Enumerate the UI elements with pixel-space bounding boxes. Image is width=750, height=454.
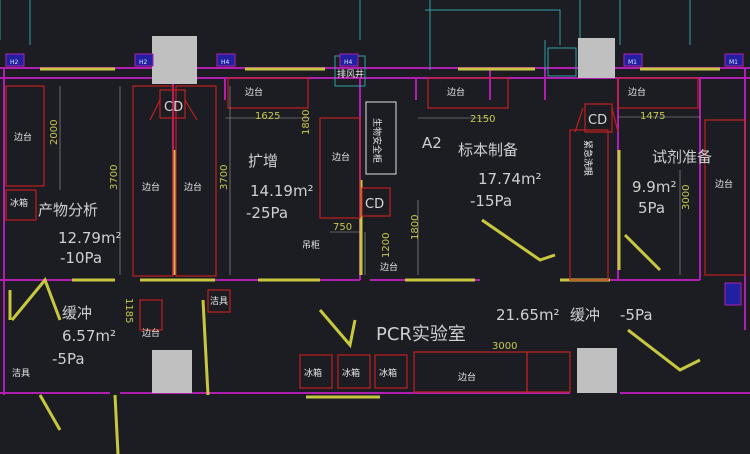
sanitary-label: 洁具 <box>12 367 30 379</box>
cd-label: CD <box>164 100 183 115</box>
columns <box>152 36 617 393</box>
cd-label: CD <box>588 113 607 128</box>
dimension: 1800 <box>410 215 421 240</box>
room-area: 6.57m² <box>62 327 116 345</box>
bench-label: 边台 <box>447 86 465 98</box>
room-name: 试剂准备 <box>652 148 712 166</box>
fridge-label: 冰箱 <box>10 197 28 209</box>
door-tag-boxes <box>5 53 744 306</box>
lab-title: PCR实验室 <box>376 324 466 345</box>
room-code: A2 <box>422 134 442 152</box>
bench-label: 边台 <box>142 181 160 193</box>
bench-label: 边台 <box>458 371 476 383</box>
cd-label: CD <box>365 197 384 212</box>
bench-label: 边台 <box>715 178 733 190</box>
fridge-label: 冰箱 <box>342 367 360 379</box>
door-tag-h2: H2 <box>139 59 148 66</box>
dimension: 3700 <box>109 165 120 190</box>
door-tag-m1: M1 <box>628 59 637 66</box>
fridge-label: 冰箱 <box>379 367 397 379</box>
dimension: 2000 <box>49 120 60 145</box>
bsc-label: 生物安全柜 <box>371 118 383 163</box>
dimension: 3700 <box>219 165 230 190</box>
bench-label: 边台 <box>332 151 350 163</box>
room-pressure: 5Pa <box>638 199 665 217</box>
bench-label: 边台 <box>184 181 202 193</box>
room-area: 17.74m² <box>478 170 542 188</box>
room-pressure: -15Pa <box>470 192 512 210</box>
bench-label: 边台 <box>380 261 398 273</box>
door-tag-h4: H4 <box>221 59 230 66</box>
exhaust-shaft-label: 排风井 <box>337 68 364 80</box>
dimension: 1475 <box>640 111 665 122</box>
bench-label: 边台 <box>14 131 32 143</box>
bench-label: 边台 <box>245 86 263 98</box>
dimension: 2150 <box>470 114 495 125</box>
room-area: 9.9m² <box>632 178 676 196</box>
furniture <box>5 77 746 393</box>
dimension: 3000 <box>492 341 517 352</box>
bench-label: 边台 <box>628 86 646 98</box>
fridge-label: 冰箱 <box>304 367 322 379</box>
room-area: 21.65m² <box>496 306 560 324</box>
door-tag-h4: H4 <box>344 59 353 66</box>
dimension: 1185 <box>123 298 134 323</box>
eyewash-label: 紧急洗眼 <box>582 140 594 176</box>
doors <box>8 67 720 454</box>
room-area: 12.79m² <box>58 229 122 247</box>
dimension: 1800 <box>301 110 312 135</box>
room-name: 缓冲 <box>570 306 600 324</box>
room-area: 14.19m² <box>250 182 314 200</box>
room-name: 缓冲 <box>62 304 92 322</box>
cabinet-label: 吊柜 <box>302 239 320 251</box>
door-tag-h2: H2 <box>10 59 19 66</box>
sanitary-label: 洁具 <box>210 295 228 307</box>
dimension: 3000 <box>681 185 692 210</box>
dimension: 1625 <box>255 111 280 122</box>
door-tag-m1: M1 <box>729 59 738 66</box>
room-name: 扩增 <box>248 152 278 170</box>
dimension-lines <box>59 86 700 275</box>
room-pressure: -5Pa <box>52 350 85 368</box>
dimension: 750 <box>333 222 352 233</box>
room-pressure: -25Pa <box>246 204 288 222</box>
room-name: 产物分析 <box>38 201 98 219</box>
dimension: 1200 <box>381 233 392 258</box>
room-name: 标本制备 <box>458 141 518 159</box>
room-pressure: -10Pa <box>60 249 102 267</box>
bench-label: 边台 <box>142 327 160 339</box>
room-pressure: -5Pa <box>620 306 653 324</box>
bsc-outline <box>365 101 397 175</box>
